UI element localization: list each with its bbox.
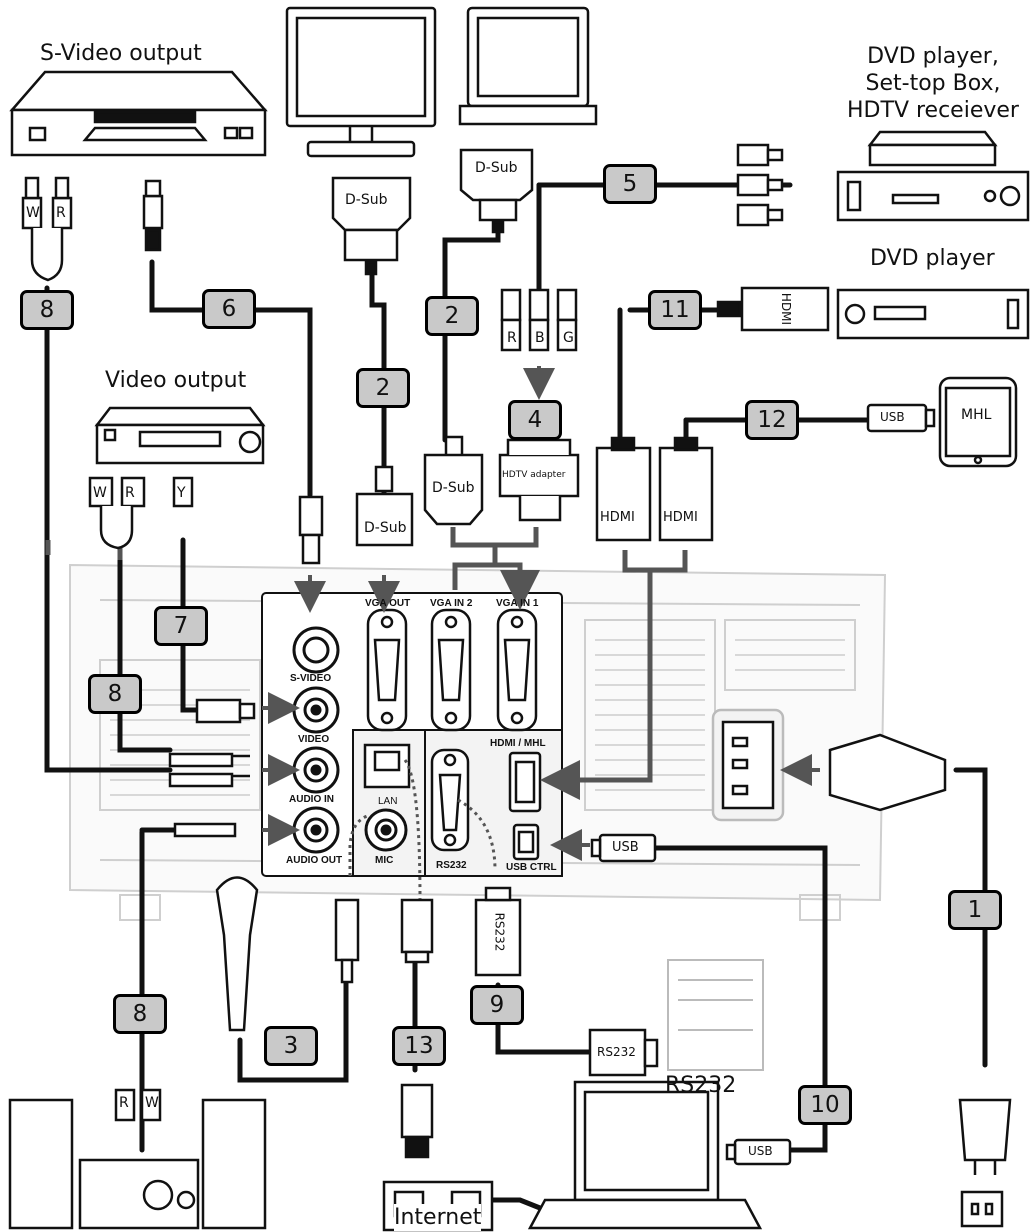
- callout-13: 13: [392, 1026, 446, 1066]
- dvd-player: [836, 288, 1030, 340]
- dsub-label-vga-out: D-Sub: [364, 520, 407, 536]
- callout-6: 6: [202, 289, 256, 329]
- speakers-amplifier: [8, 1088, 267, 1230]
- other-ports: [363, 743, 542, 861]
- callout-9: 9: [470, 985, 524, 1025]
- port-s-video: S-VIDEO: [290, 673, 332, 684]
- vga-ports: [366, 608, 538, 732]
- callout-10: 10: [798, 1085, 852, 1125]
- port-lan: LAN: [378, 796, 398, 807]
- callout-2-monitor: 2: [356, 368, 410, 408]
- hdmi-label-2: HDMI: [663, 510, 698, 525]
- internet-and-laptop: [382, 1080, 763, 1232]
- port-vga-in2: VGA IN 2: [430, 598, 473, 609]
- callout-12: 12: [745, 400, 799, 440]
- usb-label-ctrl: USB: [612, 840, 639, 855]
- power-socket: [711, 708, 785, 822]
- port-mic: MIC: [375, 855, 394, 866]
- callout-1: 1: [948, 890, 1002, 930]
- rs232-label-plug: RS232: [492, 912, 507, 952]
- port-hdmi-mhl: HDMI / MHL: [490, 738, 546, 749]
- grey-joins: [45, 527, 688, 800]
- smartphone: [938, 376, 1018, 468]
- callout-8-svideo: 8: [20, 290, 74, 330]
- video-output-caption: Video output: [105, 368, 247, 393]
- monitor: [285, 6, 437, 158]
- port-rs232: RS232: [436, 860, 467, 871]
- round-ports: [292, 626, 408, 854]
- hdmi-label-dvd: HDMI: [779, 292, 794, 326]
- dvd-settop-hdtv-caption: DVD player, Set-top Box, HDTV receiever: [847, 44, 1019, 123]
- dsub-label-vga-in: D-Sub: [432, 480, 475, 496]
- callout-5: 5: [603, 164, 657, 204]
- rs232-device-caption: RS232: [665, 1073, 737, 1098]
- internet-caption: Internet: [394, 1204, 482, 1231]
- audio-r-label-top: R: [56, 205, 66, 221]
- audio-r-label-video: R: [125, 485, 135, 501]
- callout-3: 3: [264, 1026, 318, 1066]
- audio-w-label-video: W: [93, 485, 107, 501]
- port-usb-ctrl: USB CTRL: [506, 862, 557, 873]
- audio-w-label-speakers: W: [145, 1095, 159, 1111]
- port-video: VIDEO: [298, 734, 330, 745]
- mhl-label: MHL: [961, 407, 992, 423]
- audio-r-label-speakers: R: [119, 1095, 129, 1111]
- connector-plugs: [21, 143, 1012, 1228]
- settop-box: [836, 130, 1030, 222]
- usb-label-laptop: USB: [748, 1144, 773, 1158]
- rgb-label-g: G: [563, 330, 574, 346]
- callout-2-laptop: 2: [425, 296, 479, 336]
- port-audio-out: AUDIO OUT: [286, 855, 343, 866]
- port-vga-out: VGA OUT: [365, 598, 411, 609]
- svideo-output-caption: S-Video output: [40, 41, 202, 66]
- rgb-label-b: B: [535, 330, 545, 346]
- rs232-label-device: RS232: [597, 1045, 636, 1059]
- hdtv-adapter-label: HDTV adapter: [502, 470, 566, 480]
- rgb-label-r: R: [507, 330, 517, 346]
- dsub-label-monitor: D-Sub: [345, 192, 388, 208]
- svideo-player: [9, 70, 268, 157]
- callout-11: 11: [648, 290, 702, 330]
- audio-w-label-top: W: [26, 205, 40, 221]
- port-vga-in1: VGA IN 1: [496, 598, 539, 609]
- laptop-top: [458, 6, 598, 126]
- callout-4: 4: [508, 400, 562, 440]
- callout-8-video: 8: [88, 674, 142, 714]
- port-arrows: [262, 366, 820, 861]
- dotted-links: [348, 759, 497, 901]
- callout-8-speakers: 8: [113, 994, 167, 1034]
- rs232-device: [667, 959, 764, 1071]
- video-y-label: Y: [177, 485, 186, 501]
- cables: [44, 182, 988, 1213]
- hdmi-label-1: HDMI: [600, 510, 635, 525]
- dvd-player-caption: DVD player: [870, 246, 995, 271]
- port-audio-in: AUDIO IN: [289, 794, 334, 805]
- video-player: [94, 406, 266, 465]
- usb-label-mhl: USB: [880, 410, 905, 424]
- dsub-label-laptop: D-Sub: [475, 160, 518, 176]
- callout-7: 7: [154, 606, 208, 646]
